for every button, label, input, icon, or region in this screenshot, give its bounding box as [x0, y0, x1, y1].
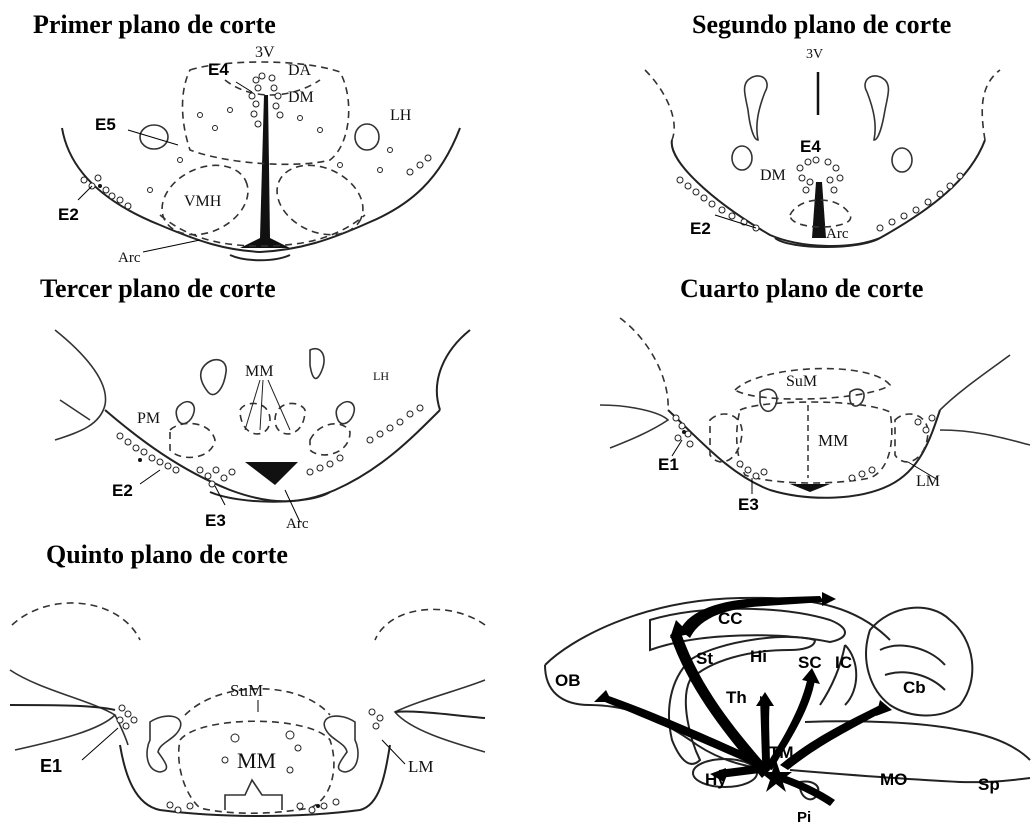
title-quinto-plano: Quinto plano de corte: [46, 542, 288, 568]
label-sum-5: SuM: [230, 681, 263, 700]
section-diagram-1: 3V DA DM LH VMH Arc E4 E5 E2: [0, 40, 480, 270]
label-e4: E4: [208, 60, 229, 79]
sagittal-brain-diagram: CC St Hi SC IC Cb OB Th TM Hy MO Sp Pi: [530, 590, 1035, 824]
label-st: St: [696, 649, 713, 668]
label-cc: CC: [718, 609, 743, 628]
title-cuarto-plano: Cuarto plano de corte: [680, 276, 923, 302]
fornix-right: [355, 124, 379, 150]
label-cb: Cb: [903, 678, 926, 697]
label-sc: SC: [798, 653, 822, 672]
third-ventricle: [240, 95, 290, 248]
label-e4-2: E4: [800, 137, 821, 156]
section-diagram-3: MM LH PM Arc E2 E3: [0, 310, 520, 540]
label-lh-3: LH: [373, 369, 389, 383]
label-arc-3: Arc: [286, 516, 309, 532]
label-e2-3: E2: [112, 481, 133, 500]
label-lh: LH: [390, 107, 412, 124]
ventricle-right-limb: [865, 76, 888, 140]
mammillary-region: [737, 402, 892, 483]
label-e1-5: E1: [40, 756, 62, 776]
label-pm-3: PM: [137, 410, 160, 427]
label-e2-2: E2: [690, 219, 711, 238]
title-primer-plano: Primer plano de corte: [33, 12, 276, 38]
section-diagram-5: SuM MM LM E1: [0, 590, 500, 824]
structure-left-5: [147, 716, 181, 772]
label-dm-2: DM: [760, 167, 786, 184]
section-diagram-2: 3V DM Arc E4 E2: [590, 40, 1035, 265]
label-pi: Pi: [797, 809, 811, 824]
label-arc: Arc: [118, 250, 141, 266]
label-e2: E2: [58, 205, 79, 224]
structure-left: [201, 360, 226, 395]
cell-cluster-e2: [81, 155, 431, 209]
fornix-left: [140, 125, 168, 149]
title-tercer-plano: Tercer plano de corte: [40, 276, 276, 302]
label-da: DA: [288, 62, 312, 79]
label-tm: TM: [769, 743, 794, 762]
label-dm: DM: [288, 89, 314, 106]
scattered-cells: [148, 108, 393, 193]
label-hi: Hi: [750, 647, 767, 666]
label-sp: Sp: [978, 775, 1000, 794]
title-segundo-plano: Segundo plano de corte: [692, 12, 951, 38]
label-mm-4: MM: [818, 431, 848, 450]
label-vmh: VMH: [184, 193, 222, 210]
ventricle-4: [790, 484, 830, 492]
label-lm-5: LM: [408, 757, 434, 776]
structure-right-5: [324, 716, 358, 772]
label-3v: 3V: [255, 44, 275, 61]
label-mo: MO: [880, 770, 907, 789]
vmh-right: [266, 152, 375, 248]
label-arc-2: Arc: [826, 226, 849, 242]
section-diagram-4: SuM MM LM E1 E3: [590, 310, 1035, 530]
label-th: Th: [726, 688, 747, 707]
ventricle-3: [245, 462, 298, 485]
label-hy: Hy: [705, 770, 727, 789]
label-mm-5: MM: [237, 748, 276, 773]
label-3v-2: 3V: [806, 47, 823, 62]
label-lm-4: LM: [916, 473, 940, 490]
label-e3-3: E3: [205, 511, 226, 530]
label-ob: OB: [555, 671, 581, 690]
label-e1-4: E1: [658, 455, 679, 474]
label-e3-4: E3: [738, 495, 759, 514]
label-e5: E5: [95, 115, 116, 134]
third-ventricle-2: [812, 182, 826, 238]
label-ic: IC: [835, 653, 852, 672]
ventricle-left-limb: [745, 76, 768, 140]
label-mm-3: MM: [245, 363, 273, 380]
cerebellum: [866, 608, 972, 716]
label-sum-4: SuM: [786, 373, 817, 390]
